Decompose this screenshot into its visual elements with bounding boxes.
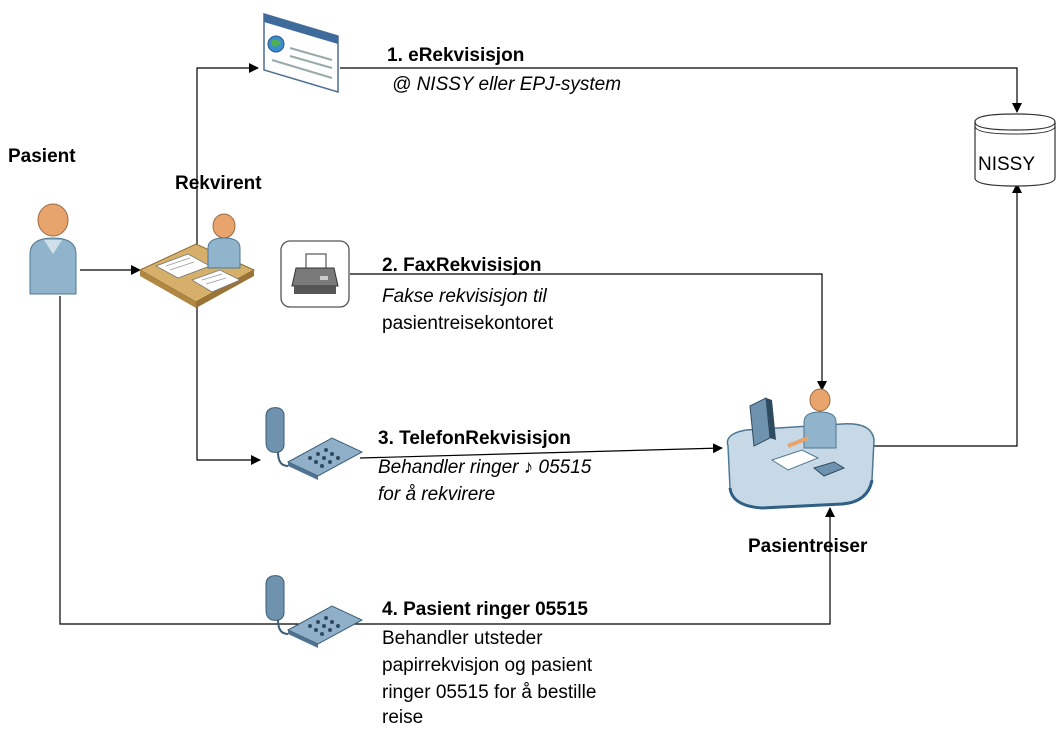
telefon-desc-text: Behandler ringer — [378, 457, 524, 478]
workstation-icon — [726, 388, 875, 510]
arrow-rekvirent-erekvisisjon — [196, 63, 259, 300]
pasient-label: Pasient — [8, 146, 76, 167]
phone-note-icon: ♪ — [523, 457, 534, 478]
arrow-fax-pasientreiser — [350, 273, 827, 391]
fax-icon — [280, 240, 350, 308]
pasient-ringer-line2: papirrekvisjon og pasient — [382, 655, 593, 676]
pasientreiser-label: Pasientreiser — [748, 536, 868, 557]
arrow-rekvirent-telefon — [196, 300, 261, 465]
pasient-ringer-line4: reise — [382, 707, 424, 728]
pasient-person-icon — [29, 203, 77, 295]
telephone-icon-pasient — [265, 575, 364, 648]
arrow-erekvisisjon-nissy — [340, 67, 1022, 113]
erekvisisjon-title: 1. eRekvisisjon — [387, 45, 525, 66]
rekvirent-desk-icon — [138, 213, 256, 308]
telephone-icon-rekvirent — [265, 407, 364, 480]
browser-icon — [263, 12, 339, 94]
pasient-ringer-title: 4. Pasient ringer 05515 — [382, 599, 588, 620]
rekvirent-label: Rekvirent — [175, 173, 262, 194]
erekvisisjon-desc: @ NISSY eller EPJ-system — [392, 74, 622, 95]
pasient-ringer-line3: ringer 05515 for å bestille — [382, 682, 597, 703]
nissy-label: NISSY — [978, 154, 1036, 175]
pasient-ringer-line1: Behandler utsteder — [382, 628, 543, 649]
arrow-telefon-pasientreiser — [359, 443, 723, 459]
arrow-pasient-pasientreiser — [59, 296, 835, 625]
telefon-number: 05515 — [533, 457, 592, 478]
database-icon — [974, 113, 1056, 187]
fax-desc-line2: pasientreisekontoret — [382, 313, 554, 334]
telefon-desc-line1: Behandler ringer ♪ 05515 — [378, 456, 591, 479]
telefon-title: 3. TelefonRekvisisjon — [378, 428, 571, 449]
telefon-desc-line2: for å rekvirere — [378, 484, 496, 505]
arrow-pasientreiser-nissy — [855, 183, 1022, 447]
fax-title: 2. FaxRekvisisjon — [382, 255, 542, 276]
fax-desc-line1: Fakse rekvisisjon til — [382, 286, 547, 307]
